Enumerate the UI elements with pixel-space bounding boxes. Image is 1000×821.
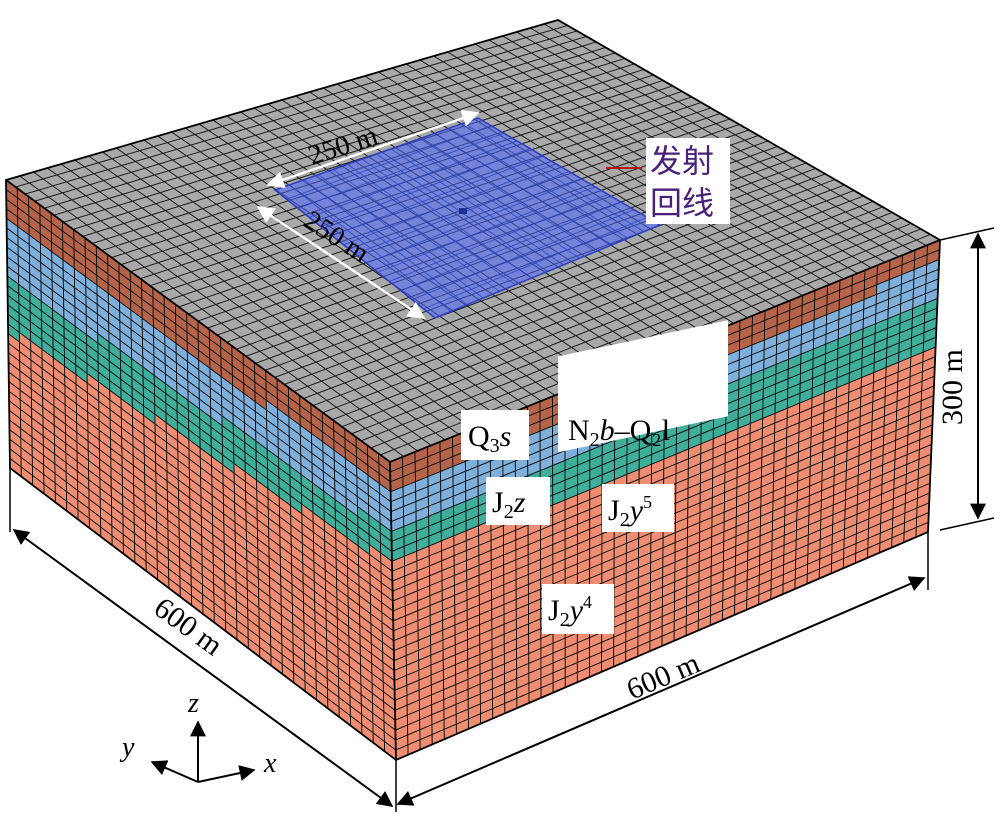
transmitter-label-line1: 发射 xyxy=(650,142,714,180)
height-ext-bottom xyxy=(939,517,995,531)
transmitter-label-box xyxy=(646,138,730,224)
right-width-dim-arrow xyxy=(396,576,926,806)
height-dim-label: 300 m xyxy=(936,349,969,425)
x-axis-label: x xyxy=(263,748,277,779)
height-ext-top xyxy=(939,227,995,241)
y-axis-label: y xyxy=(119,732,135,763)
layer-label-j2z: J2z xyxy=(486,477,550,525)
transmitter-label-line2: 回线 xyxy=(650,184,714,222)
layer-label-n2b-q2l: N2b–Q₂l xyxy=(558,320,728,453)
x-axis-arrow xyxy=(197,765,256,783)
loop-dim-arrow-2 xyxy=(256,205,426,320)
layer-label-j2y5: J2y5 xyxy=(602,484,674,532)
y-axis-arrow xyxy=(150,760,199,783)
left-width-dim-arrow xyxy=(12,529,394,807)
axis-triad: z x y xyxy=(119,688,277,783)
loop-dim-arrow-1 xyxy=(266,109,480,189)
layer-label-q3s: Q3s xyxy=(461,410,529,460)
svg-text:N2b–Q₂l: N2b–Q₂l xyxy=(568,414,670,451)
layer-label-j2y4: J2y4 xyxy=(542,584,614,634)
z-axis-label: z xyxy=(187,688,199,719)
loop-center xyxy=(459,208,467,214)
